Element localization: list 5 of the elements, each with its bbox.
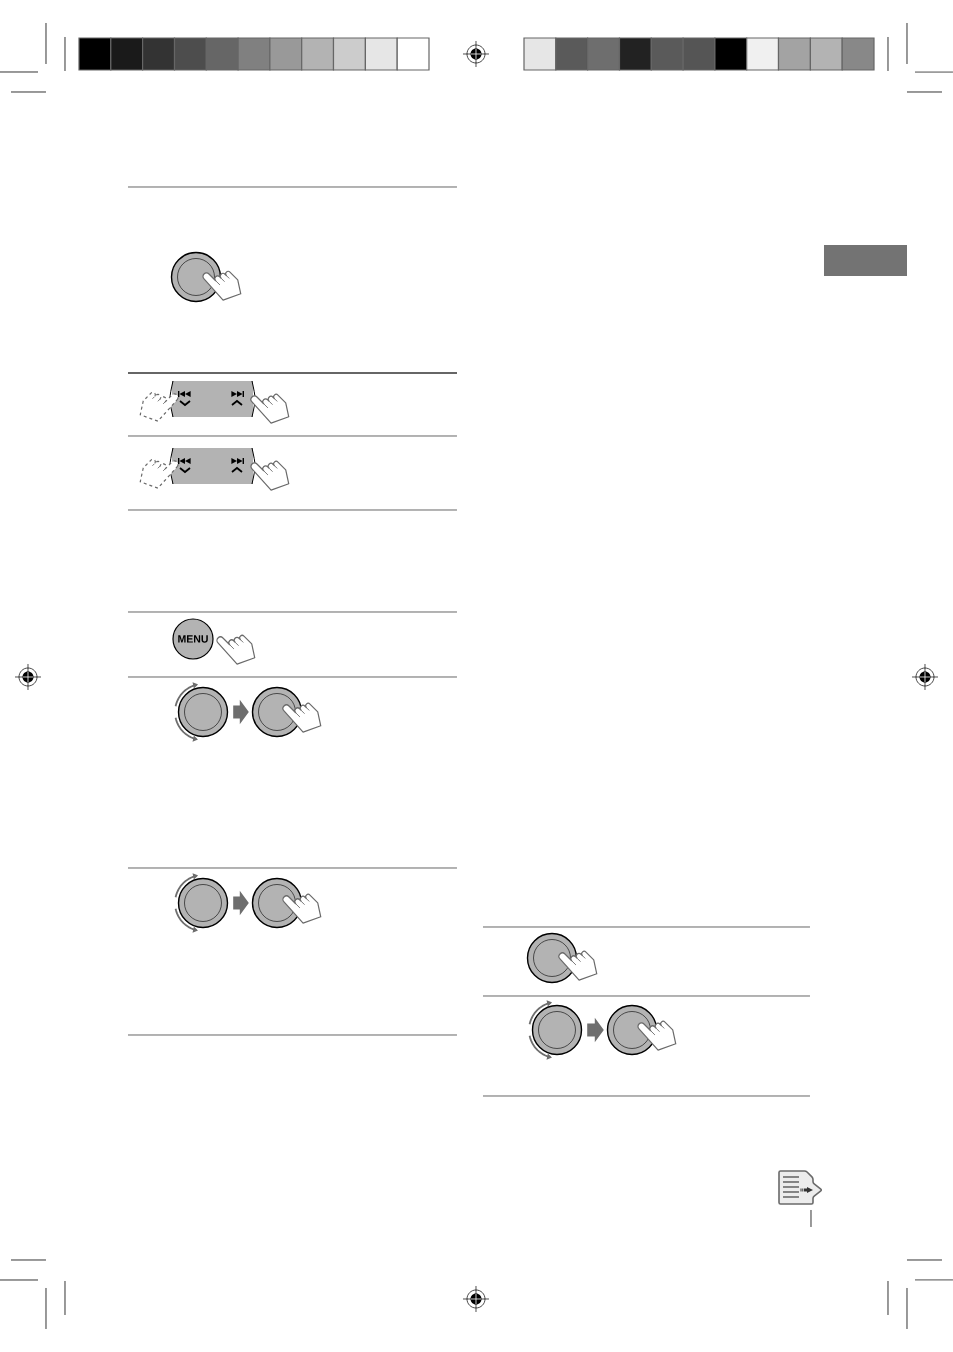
- section-tab: [824, 245, 907, 276]
- knob: [531, 1004, 583, 1056]
- knob: [177, 877, 229, 929]
- menu-button: MENU: [172, 618, 214, 660]
- knob: [177, 686, 229, 738]
